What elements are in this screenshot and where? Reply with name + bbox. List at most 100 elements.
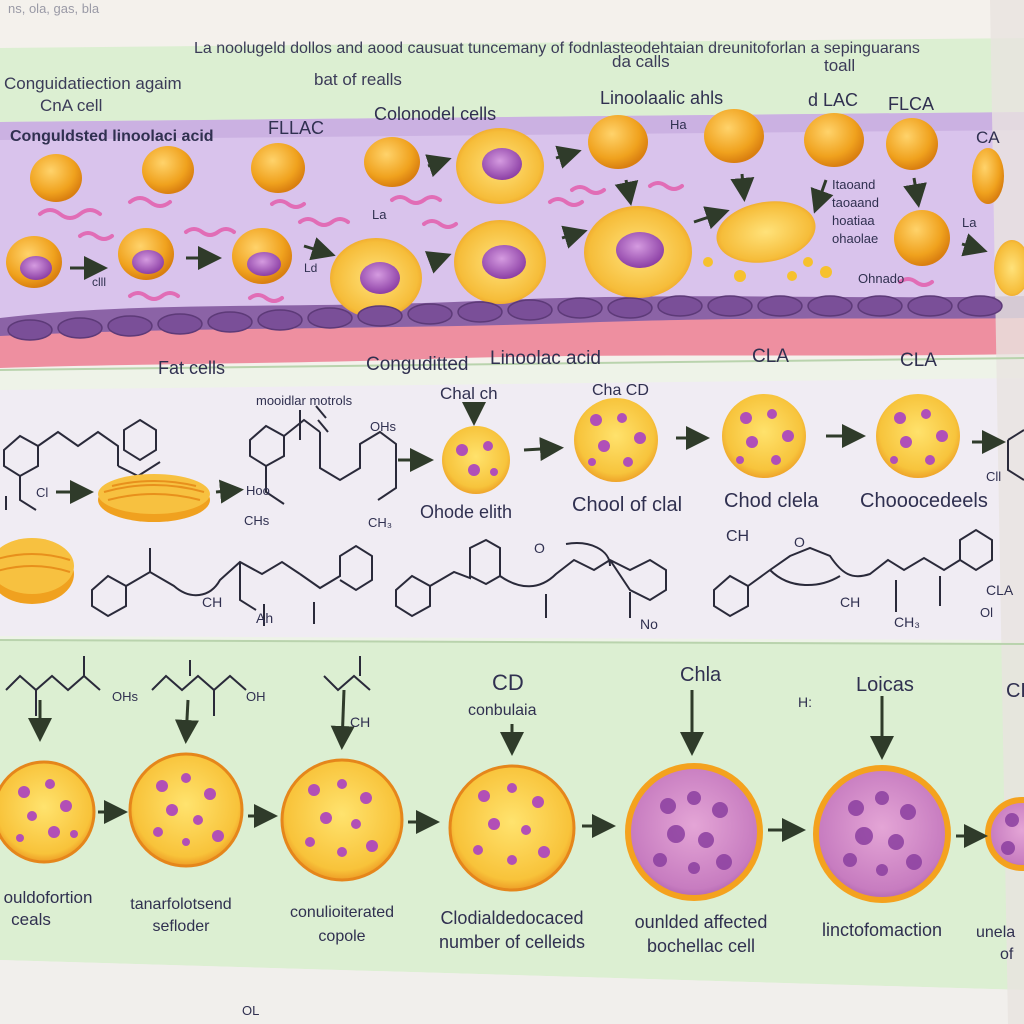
lipid-dots <box>703 257 832 282</box>
label-ch-c: CH <box>840 594 861 610</box>
tissue-cells <box>7 295 1003 341</box>
caption-chod-clela: Chod clela <box>724 490 819 512</box>
label-ol: Ol <box>980 605 993 620</box>
fat-disc-left <box>98 474 210 522</box>
panel1-arrows <box>70 145 988 280</box>
label-conjugated-linoleic: Conguldsted linoolaci acid <box>10 128 214 145</box>
header-sub-left: bat of realls <box>314 70 402 89</box>
caption-5-line-1: ounlded affected <box>634 912 768 932</box>
cell-spots <box>456 409 948 476</box>
big-cell-spots <box>16 773 550 865</box>
header-left-subtitle: CnA cell <box>40 96 103 115</box>
panel3-molecules <box>5 656 371 716</box>
molecule-chain-row <box>91 528 993 626</box>
caption-5-line-2: bochellac cell <box>646 936 756 956</box>
header-band <box>0 38 1024 128</box>
label-o-a: O <box>794 534 805 550</box>
caption-4-line-1: Clodialdedocaced <box>440 908 584 928</box>
label-ohs: OHs <box>370 419 396 434</box>
panel2-arrows <box>56 402 1006 504</box>
label-cl: Cl <box>36 485 49 500</box>
label-cha-cd: Cha CD <box>592 382 649 399</box>
molecule-structure-mid <box>249 405 397 505</box>
caption-3-line-1: conulioiterated <box>289 904 395 921</box>
label-cla-right: CLA <box>986 582 1014 598</box>
label-no: No <box>640 616 658 632</box>
tissue-pink-layer <box>0 318 1024 368</box>
caption-2-line-2: sefloder <box>152 918 210 935</box>
cell-row <box>6 128 1024 318</box>
label-linoleic-2: Linoolac acid <box>490 348 601 369</box>
page-fragment-text: ns, ola, gas, bla <box>8 1 100 16</box>
panel3-right-arrows <box>98 800 988 848</box>
label-flac: FLLAC <box>268 118 325 138</box>
label-la-right: La <box>962 215 977 230</box>
label-ch-p3: CH <box>350 714 371 730</box>
caption-4-line-2: number of celleids <box>438 932 586 952</box>
molecule-structure-left <box>3 418 161 511</box>
label-cla-1: CLA <box>752 346 789 367</box>
label-conbulaia: conbulaia <box>468 702 537 719</box>
label-ha: Ha <box>670 117 687 132</box>
label-ch-b: CH <box>202 594 223 610</box>
molecule-structure-right <box>1007 429 1024 481</box>
caption-7-line-2: of <box>1000 946 1014 963</box>
caption-chool-of-clal: Chool of clal <box>572 494 683 516</box>
label-flca: FLCA <box>888 94 935 114</box>
panel1-illustration <box>6 109 1024 341</box>
big-cell-row <box>0 752 1024 903</box>
label-ohs-p3: OHs <box>112 689 138 704</box>
label-cd-p3: CD <box>492 670 524 695</box>
caption-6-line-1: linctofomaction <box>821 920 943 940</box>
label-ch-a: CH <box>726 528 750 545</box>
caption-1-line-1: ouldofortion <box>3 888 93 907</box>
caption-7-line-1: unela <box>976 924 1016 941</box>
caption-2-line-1: tanarfolotsend <box>130 896 232 913</box>
fat-droplet-row <box>30 109 1004 266</box>
header-main-title: La noolugeld dollos and aood causuat tun… <box>194 40 920 57</box>
label-cll: Cll <box>986 469 1002 484</box>
note-line-1: Itaoand <box>832 177 876 192</box>
label-conjugated-2: Conguditted <box>366 354 469 375</box>
label-la: La <box>372 207 387 222</box>
caption-1-line-2: ceals <box>11 910 51 929</box>
caption-3-line-2: copole <box>318 928 366 945</box>
label-chal-ch: Chal ch <box>440 384 498 403</box>
caption-ohode-elith: Ohode elith <box>420 502 513 522</box>
label-ah: Ah <box>256 610 274 626</box>
label-ch3-b: CH₃ <box>894 614 920 630</box>
label-loicas: Loicas <box>856 674 914 696</box>
panel2-illustration <box>0 394 1024 626</box>
fat-disc-lower-left <box>0 538 74 604</box>
header-sub-center: da calls <box>612 52 670 71</box>
label-ch3: CH₃ <box>368 515 393 530</box>
label-chla: Chla <box>680 664 722 686</box>
footer-ol: OL <box>242 1003 260 1018</box>
label-cll: clll <box>92 275 106 289</box>
label-h-p3: H: <box>798 694 812 710</box>
label-molecular-motrols: mooidlar motrols <box>256 393 353 408</box>
purple-cell-nuclei <box>653 791 1019 876</box>
label-chs: CHs <box>244 513 270 528</box>
header-sub-right: toall <box>824 56 856 75</box>
label-linoleic-acids: Linoolaalic ahls <box>600 88 724 108</box>
label-colonodel-cells: Colonodel cells <box>374 104 497 124</box>
caption-chooocedeels: Chooocedeels <box>860 490 988 512</box>
note-line-3: hoatiaa <box>832 213 875 228</box>
label-ho: Hoo <box>246 483 270 498</box>
label-chrado: Ohnado <box>858 271 905 286</box>
label-dlac: d LAC <box>808 90 859 110</box>
note-line-2: taoaand <box>832 195 879 210</box>
note-line-4: ohaolae <box>832 231 879 246</box>
label-oh-p3: OH <box>246 689 266 704</box>
label-o-b: O <box>534 540 545 556</box>
molecule-squiggles <box>38 181 934 303</box>
label-cla-2: CLA <box>900 350 937 371</box>
label-cl-p3: CL <box>1006 680 1024 702</box>
header-left-title: Conguidatiection agaim <box>4 74 182 93</box>
label-ld: Ld <box>304 261 318 275</box>
label-ca-right: CA <box>976 128 1000 147</box>
panel3-down-arrows <box>28 689 894 760</box>
